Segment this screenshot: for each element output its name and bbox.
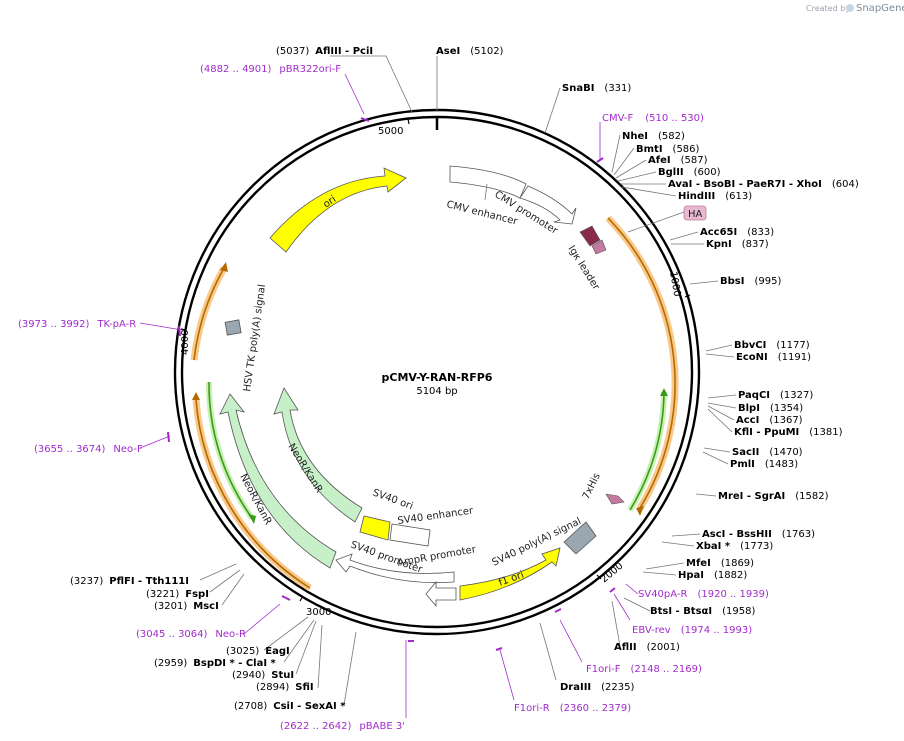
ha-tag [683, 205, 707, 221]
site-sfiI: (2894)SfiI [256, 682, 314, 693]
svg-text:SnapGene: SnapGene [856, 3, 904, 14]
site-afeI: AfeI(587) [648, 155, 708, 166]
tick-3000: 3000 [306, 607, 331, 618]
site-avaI-xhoI: AvaI - BsoBI - PaeR7I - XhoI(604) [668, 179, 859, 190]
site-acc65I: Acc65I(833) [700, 227, 774, 238]
tick-1000: 1000 [667, 271, 682, 298]
sv40-ori-label: SV40 ori [371, 487, 414, 512]
neokan-feature: NeoR/KanR NeoR/KanR [219, 387, 363, 569]
site-bspDI-claI: (2959)BspDI * - ClaI * [154, 658, 277, 669]
hsv-tk-feature: HSV TK poly(A) signal [224, 284, 268, 393]
site-aflII: AflII(2001) [614, 642, 680, 653]
site-nheI: NheI(582) [622, 131, 685, 142]
site-bbsI: BbsI(995) [720, 276, 781, 287]
primer-f1ori-r: F1ori-R(2360 .. 2379) [514, 703, 631, 714]
site-pmlI: PmlI(1483) [730, 459, 798, 470]
ha-label: HA [688, 209, 703, 220]
site-pflFI-tth111I: (3237)PflFI - Tth111I [70, 576, 189, 587]
plasmid-size: 5104 bp [416, 386, 457, 397]
f1-ori-label: f1 ori [497, 570, 525, 589]
hsv-tk-label: HSV TK poly(A) signal [242, 284, 268, 393]
primer-sv40pa-r: SV40pA-R(1920 .. 1939) [638, 589, 769, 600]
neokan-inner-label: NeoR/KanR [285, 442, 324, 495]
primer-neo-r: (3045 .. 3064)Neo-R [136, 629, 246, 640]
site-fspI: (3221)FspI [146, 589, 209, 600]
site-leaders [199, 55, 737, 706]
site-blpI: BlpI(1354) [738, 403, 803, 414]
primer-cmv-f: CMV-F(510 .. 530) [602, 113, 704, 124]
site-ascI-bssHII: AscI - BssHII(1763) [702, 529, 815, 540]
tick-4000: 4000 [180, 330, 191, 355]
site-mfeI: MfeI(1869) [686, 558, 754, 569]
green-orfs [205, 381, 668, 524]
site-paqCI: PaqCI(1327) [738, 390, 813, 401]
site-snabI: SnaBI(331) [562, 83, 631, 94]
primer-tk-pa-r: (3973 .. 3992)TK-pA-R [18, 319, 136, 330]
ampr-promoter-label: AmpR promoter [397, 544, 478, 569]
primer-f1ori-f: F1ori-F(2148 .. 2169) [586, 664, 702, 675]
primer-pbr322ori-f: (4882 .. 4901)pBR322ori-F [200, 64, 341, 75]
snapgene-logo-icon [846, 4, 854, 12]
site-eagI: (3025)EagI [226, 646, 290, 657]
site-bmtI: BmtI(586) [636, 144, 700, 155]
primer-pbabe-3: (2622 .. 2642)pBABE 3' [280, 721, 405, 732]
site-stuI: (2940)StuI [232, 670, 294, 681]
restriction-sites: (5037)AflIII - PciI AseI(5102) SnaBI(331… [70, 46, 859, 712]
site-bbvCI: BbvCI(1177) [734, 340, 810, 351]
site-csiI-sexAI: (2708)CsiI - SexAI * [234, 701, 346, 712]
site-draIII: DraIII(2235) [560, 682, 635, 693]
primer-ebv-rev: EBV-rev(1974 .. 1993) [632, 625, 752, 636]
primer-neo-f: (3655 .. 3674)Neo-F [34, 444, 143, 455]
site-xbaI: XbaI *(1773) [696, 541, 773, 552]
site-kpnI: KpnI(837) [706, 239, 769, 250]
svg-text:Created by: Created by [806, 4, 850, 13]
site-mscI: (3201)MscI [154, 601, 219, 612]
site-aseI: AseI(5102) [436, 46, 504, 57]
his-tag-feature: 7xHis [581, 472, 625, 505]
tick-5000: 5000 [378, 126, 403, 137]
primer-leaders [139, 73, 639, 718]
site-sacII: SacII(1470) [732, 447, 803, 458]
site-hindIII: HindIII(613) [678, 191, 752, 202]
site-mreI-sgrAI: MreI - SgrAI(1582) [718, 491, 829, 502]
site-hpaI: HpaI(1882) [678, 570, 747, 581]
sv40-polya-feature: SV40 poly(A) signal [490, 516, 597, 569]
ori-feature: ori [269, 167, 407, 253]
site-kflI-ppuMI: KflI - PpuMI(1381) [734, 427, 843, 438]
site-btsI: BtsI - BtsαI(1958) [650, 606, 755, 617]
site-accI: AccI(1367) [736, 415, 803, 426]
site-ecoNI: EcoNI(1191) [736, 352, 811, 363]
his-tag-label: 7xHis [581, 472, 603, 502]
primers: (4882 .. 4901)pBR322ori-F CMV-F(510 .. 5… [18, 64, 769, 732]
orf-highlights [190, 215, 679, 591]
snapgene-watermark: Created by SnapGene [806, 3, 904, 14]
site-aflIII-pciI: (5037)AflIII - PciI [276, 46, 373, 57]
cmv-feature: CMV enhancer CMV promoter [445, 165, 577, 237]
plasmid-name: pCMV-Y-RAN-RFP6 [382, 371, 493, 384]
site-bglII: BglII(600) [658, 167, 721, 178]
